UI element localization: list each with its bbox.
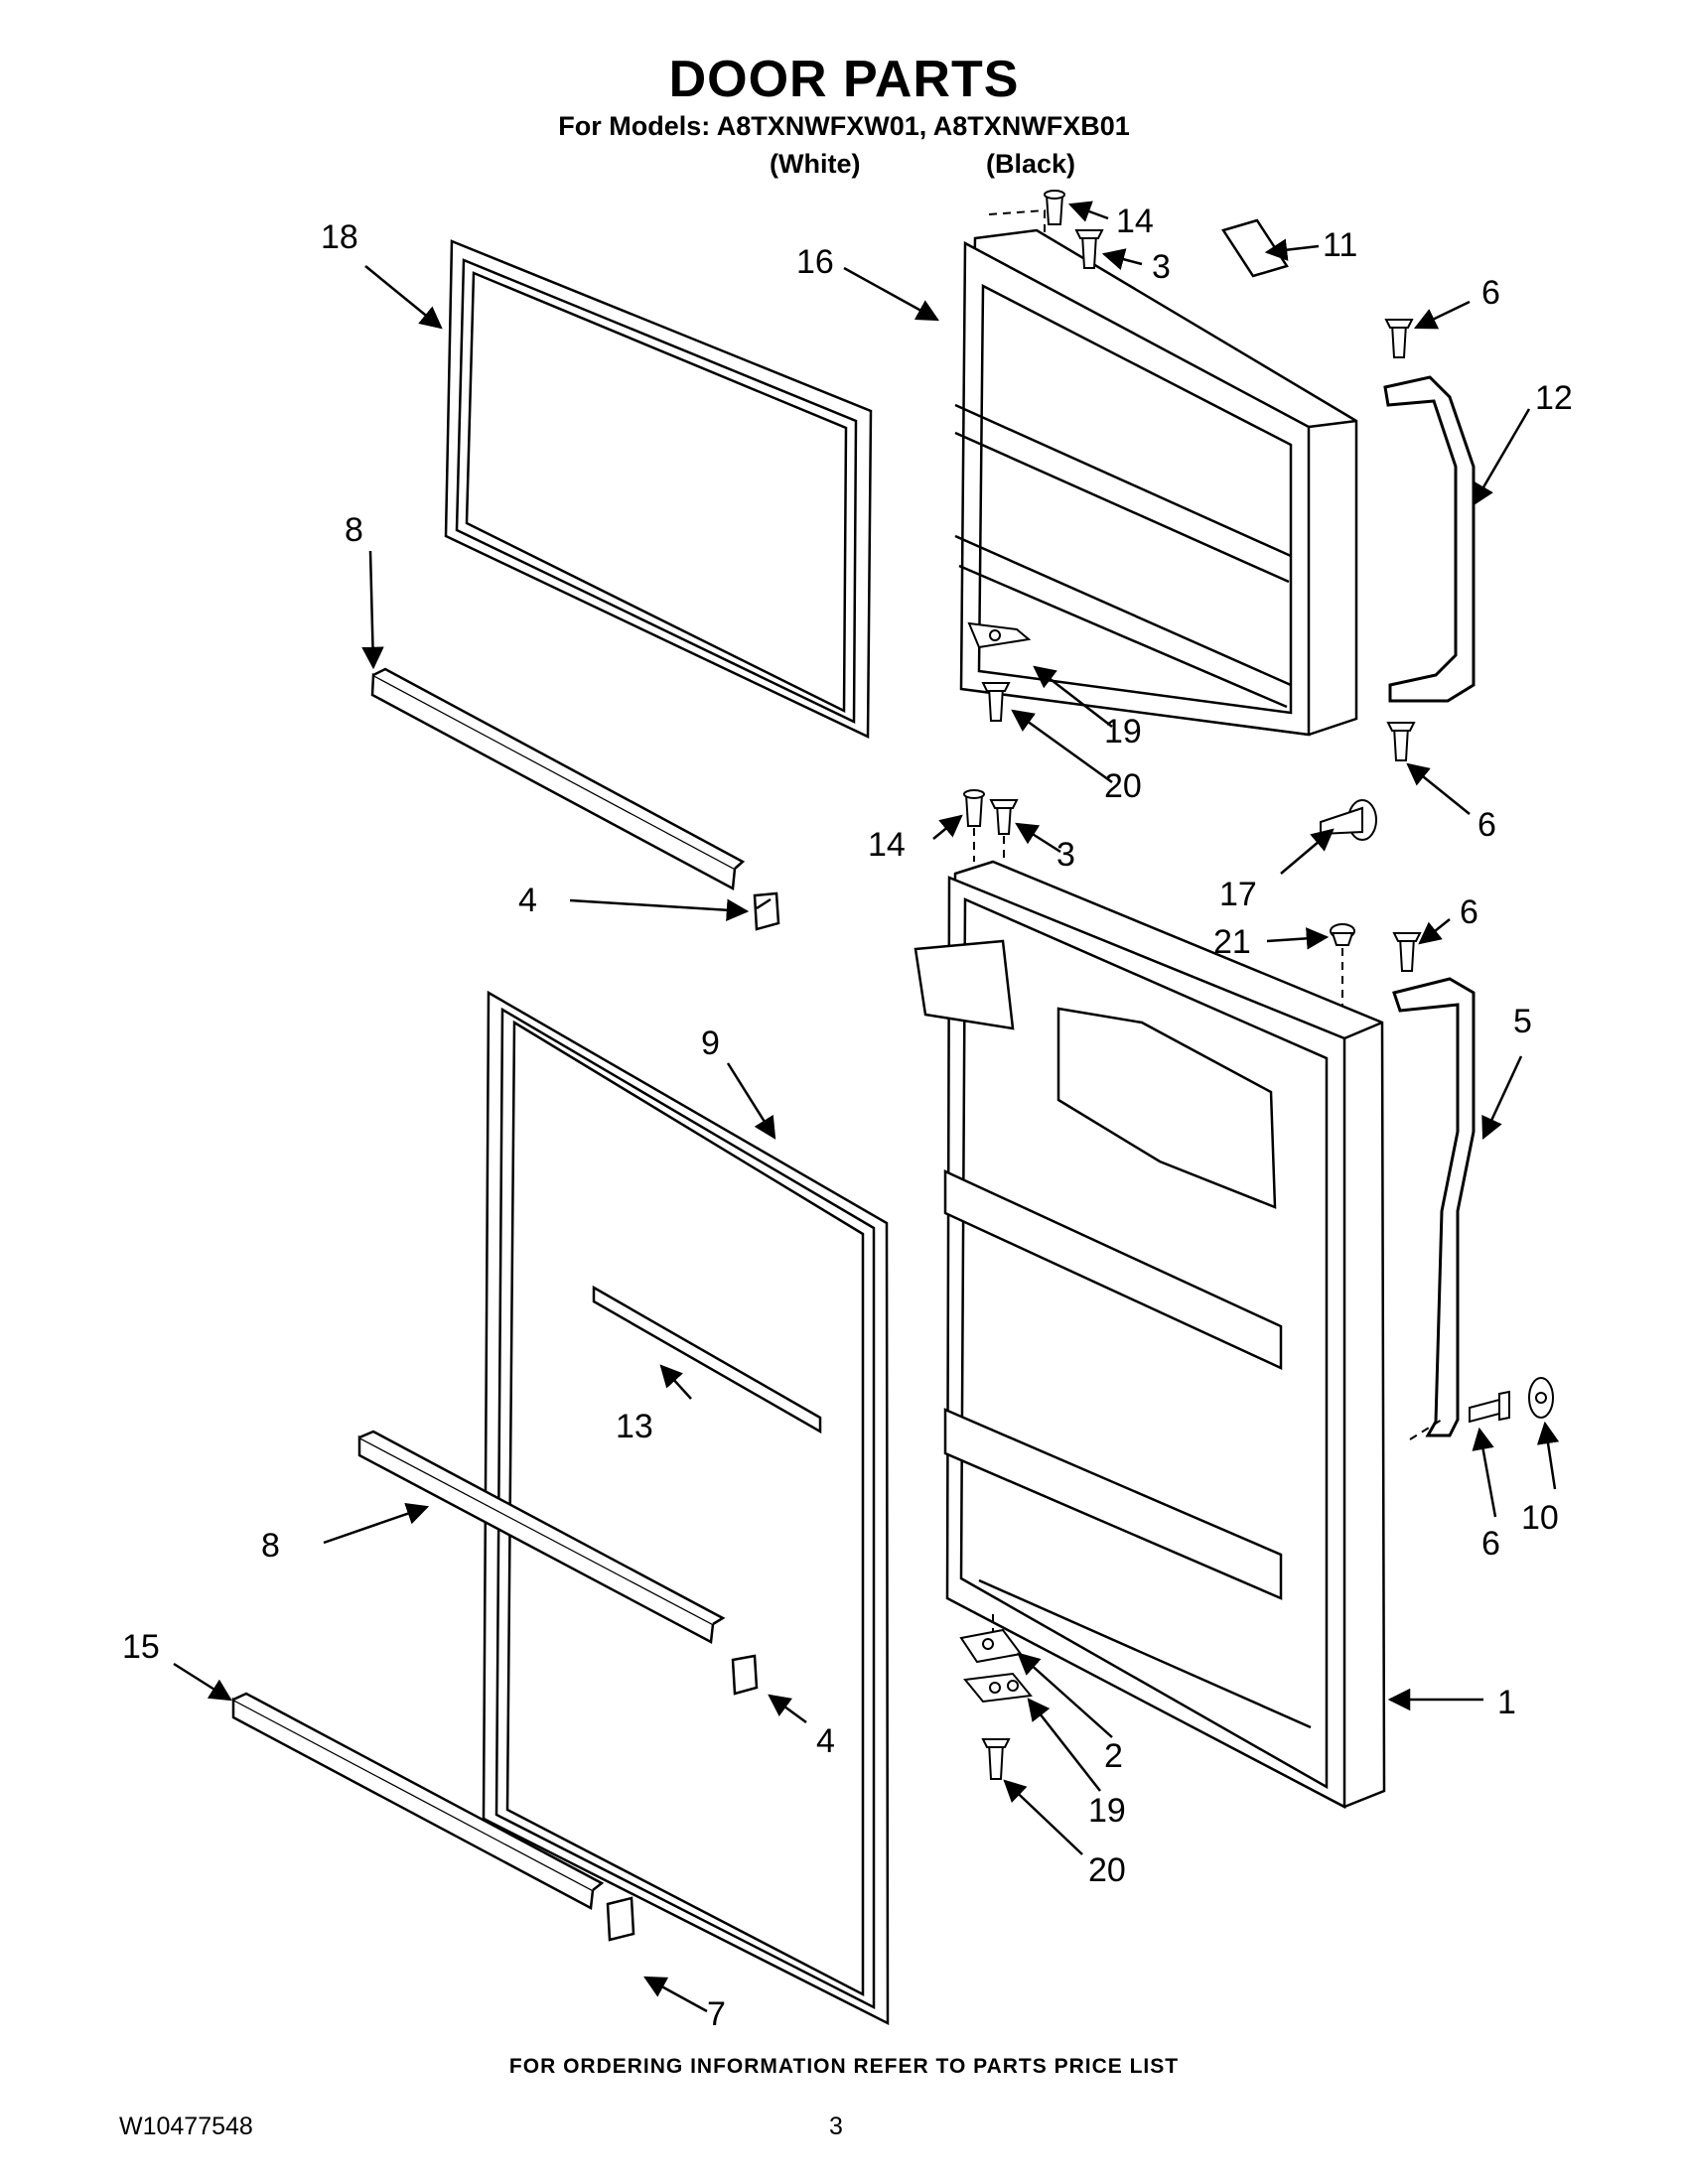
callout-6-c: 6 xyxy=(1460,893,1478,931)
hinge-pin-part-14-lower xyxy=(963,789,985,827)
clip-part-4-upper xyxy=(753,891,780,931)
callout-12: 12 xyxy=(1535,379,1573,417)
end-cap-part-7 xyxy=(606,1896,635,1942)
callout-3-lower: 3 xyxy=(1056,836,1075,874)
plug-part-21 xyxy=(1330,923,1355,946)
hinge-part-19-upper xyxy=(967,621,1032,649)
callout-1: 1 xyxy=(1497,1684,1516,1721)
hinge-part-19-lower xyxy=(963,1672,1033,1704)
page-title: DOOR PARTS xyxy=(668,51,1020,108)
callout-13: 13 xyxy=(616,1408,653,1445)
ordering-note: FOR ORDERING INFORMATION REFER TO PARTS … xyxy=(508,2055,1180,2078)
callout-16: 16 xyxy=(796,243,834,281)
cap-part-10 xyxy=(1528,1377,1554,1419)
screw-part-6-d xyxy=(1469,1390,1510,1424)
variant-white-label: (White) xyxy=(770,149,861,179)
callout-14-lower: 14 xyxy=(868,826,906,864)
screw-part-3-lower xyxy=(989,799,1019,835)
callout-9: 9 xyxy=(701,1024,720,1062)
callout-5: 5 xyxy=(1513,1003,1532,1040)
callout-20-lower: 20 xyxy=(1088,1851,1126,1889)
hinge-pin-part-14-upper xyxy=(1044,190,1065,225)
callout-14-upper: 14 xyxy=(1116,203,1154,240)
callout-11: 11 xyxy=(1323,226,1357,264)
clip-part-4-lower xyxy=(731,1654,759,1696)
screw-part-3-upper xyxy=(1074,229,1104,269)
callout-2: 2 xyxy=(1104,1737,1123,1775)
variant-black-label: (Black) xyxy=(986,149,1076,179)
leader-lines xyxy=(173,201,1560,2013)
callout-19-upper: 19 xyxy=(1104,713,1142,751)
callout-6-a: 6 xyxy=(1481,274,1500,312)
screw-part-6-c xyxy=(1392,932,1422,972)
callout-10: 10 xyxy=(1521,1499,1559,1537)
callout-21: 21 xyxy=(1213,923,1251,961)
callout-8-upper: 8 xyxy=(345,511,363,549)
hinge-bolt-part-17 xyxy=(1320,799,1377,841)
models-line: For Models: A8TXNWFXW01, A8TXNWFXB01 xyxy=(558,111,1130,141)
dashed-assembly-lines-upper xyxy=(988,208,1046,236)
page-number: 3 xyxy=(829,2113,843,2140)
strip-part-13 xyxy=(592,1285,822,1434)
callout-18: 18 xyxy=(321,218,358,256)
screw-part-20-lower xyxy=(981,1738,1011,1780)
callout-17: 17 xyxy=(1219,876,1257,913)
callout-8-lower: 8 xyxy=(261,1527,280,1565)
breaker-strip-part-8-lower xyxy=(357,1430,726,1644)
freezer-handle-part-12 xyxy=(1383,375,1476,703)
screw-part-20-upper xyxy=(981,682,1011,722)
breaker-strip-part-8-upper xyxy=(370,667,746,890)
callout-6-b: 6 xyxy=(1477,806,1496,844)
bottom-strip-part-15 xyxy=(231,1692,605,1910)
label-part-11 xyxy=(1221,218,1289,278)
callout-20-upper: 20 xyxy=(1104,767,1142,805)
document-number: W10477548 xyxy=(119,2113,253,2140)
callout-3-upper: 3 xyxy=(1152,248,1171,286)
screw-part-6-b xyxy=(1386,722,1416,761)
dashed-assembly-lines-lower xyxy=(973,828,1005,862)
fresh-food-gasket-part-9 xyxy=(482,990,890,2026)
fresh-food-handle-part-5 xyxy=(1392,977,1476,1437)
screw-part-6-a xyxy=(1384,319,1414,358)
fresh-food-door-part-1 xyxy=(914,860,1386,1810)
hinge-part-2 xyxy=(959,1628,1023,1664)
dashed-line-handle xyxy=(1409,1419,1443,1440)
callout-7: 7 xyxy=(707,1995,726,2033)
freezer-gasket-part-18 xyxy=(444,239,873,739)
callout-15: 15 xyxy=(122,1628,160,1666)
callout-labels: 18 8 4 9 13 8 15 4 7 16 14 3 11 6 12 19 … xyxy=(122,203,1573,2033)
freezer-door-part-16 xyxy=(954,228,1358,737)
callout-6-d: 6 xyxy=(1481,1525,1500,1563)
callout-4-lower: 4 xyxy=(816,1722,835,1760)
callout-19-lower: 19 xyxy=(1088,1792,1126,1830)
callout-4-upper: 4 xyxy=(518,882,537,919)
